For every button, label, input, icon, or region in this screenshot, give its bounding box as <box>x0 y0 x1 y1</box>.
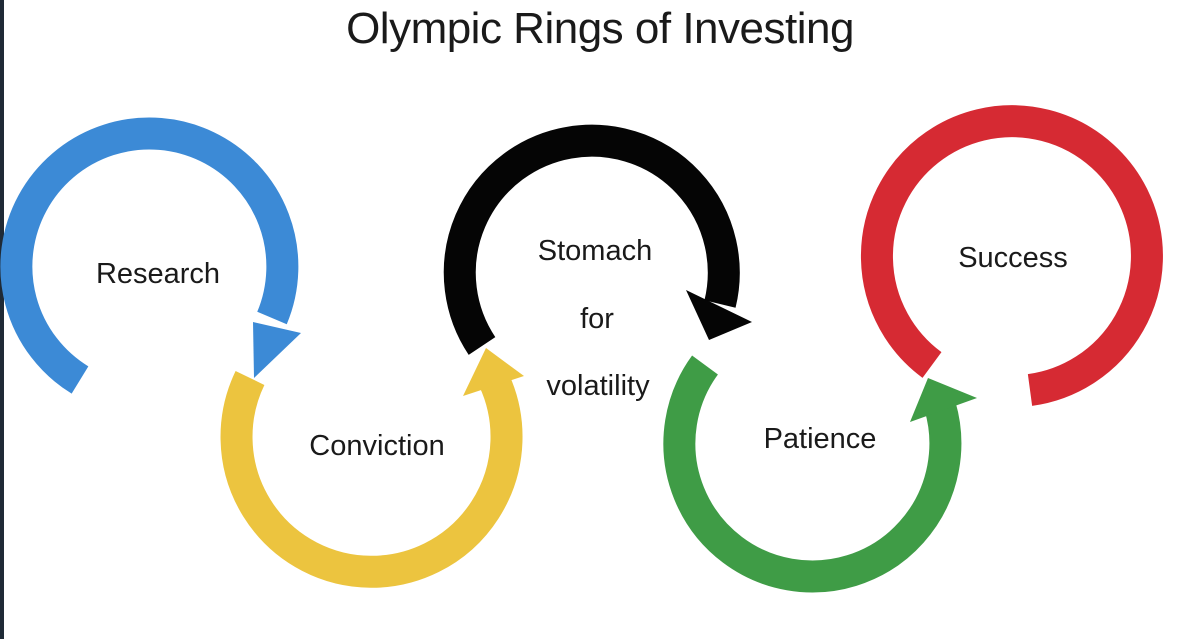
ring-conviction-arc <box>220 371 523 588</box>
ring-volatility-label-line2: for <box>580 303 614 335</box>
ring-success: Success <box>860 105 1163 406</box>
left-edge-bar <box>0 0 4 639</box>
ring-volatility-label-line3: volatility <box>546 370 650 402</box>
ring-conviction: Conviction <box>220 348 524 588</box>
ring-patience-arrowhead <box>910 378 977 422</box>
ring-volatility: Stomach for volatility <box>443 124 752 402</box>
ring-conviction-arrowhead <box>463 348 524 396</box>
slide-title: Olympic Rings of Investing <box>346 4 854 53</box>
ring-success-label: Success <box>958 242 1068 274</box>
ring-volatility-arc <box>443 124 740 355</box>
ring-research-label: Research <box>96 258 220 290</box>
ring-patience: Patience <box>663 355 977 593</box>
ring-volatility-arrowhead <box>686 290 752 340</box>
ring-volatility-label-line1: Stomach <box>538 235 652 267</box>
ring-research-arrowhead <box>253 322 301 378</box>
ring-research-arc <box>0 117 299 394</box>
ring-research: Research <box>0 117 301 394</box>
ring-conviction-label: Conviction <box>309 430 444 462</box>
ring-patience-arc <box>663 355 962 593</box>
ring-patience-label: Patience <box>764 423 877 455</box>
ring-success-arc <box>860 105 1163 406</box>
